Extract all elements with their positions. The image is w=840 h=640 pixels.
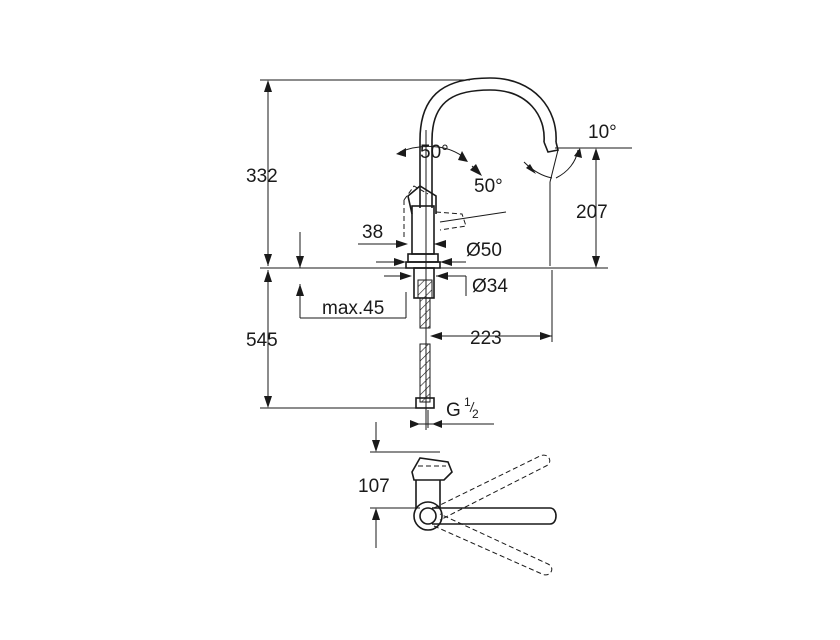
faucet-side-view [405,77,559,430]
dimension-545 [264,270,272,408]
label-223: 223 [470,328,502,349]
dimension-223 [430,332,552,340]
label-332: 332 [246,166,278,187]
label-g-sup: 1 [464,395,471,409]
label-d34: Ø34 [472,276,508,297]
label-38: 38 [362,222,383,243]
label-107: 107 [358,476,390,497]
label-angle-10: 10° [588,122,617,143]
dimension-207 [592,148,600,268]
label-207: 207 [576,202,608,223]
diameter-arrows [358,240,494,428]
extension-lines [260,79,632,428]
label-max45: max.45 [322,298,384,319]
label-g-thread: G [446,400,461,421]
dimension-332 [264,80,272,266]
label-angle-50a: 50° [420,142,449,163]
angle-indicators [396,145,582,266]
label-angle-50b: 50° [474,176,503,197]
lever-positions-dashed [403,185,507,240]
faucet-plan-view [370,422,557,576]
label-545: 545 [246,330,278,351]
dimension-max45 [296,256,406,319]
label-g-sub: 2 [472,407,479,421]
label-d50: Ø50 [466,240,502,261]
